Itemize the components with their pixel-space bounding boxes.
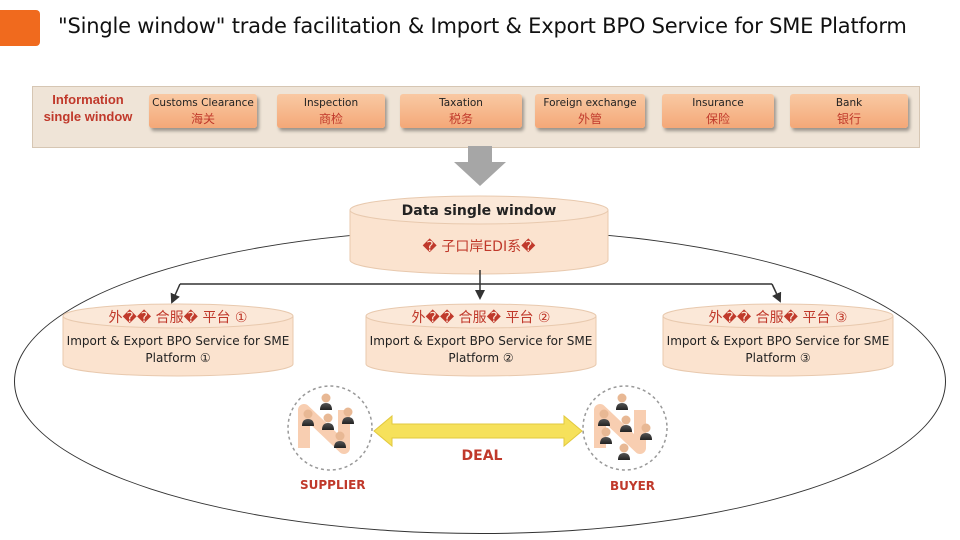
platform-1-title: 外�� 合服� 平台 ① [108,310,248,326]
data-window-subtitle: � 子口岸EDI系� [422,239,536,255]
platform-cylinder-3 [662,303,894,377]
supplier-label: SUPPLIER [300,478,366,492]
page-title: "Single window" trade facilitation & Imp… [58,14,907,38]
connector-lines [170,270,782,304]
agency-customs: Customs Clearance 海关 [149,94,257,128]
buyer-label: BUYER [610,479,656,493]
agency-label-en: Taxation [439,97,483,109]
agency-label-en: Inspection [303,97,359,109]
accent-square [0,10,40,46]
agency-label-zh: 银行 [836,112,861,126]
information-window-label: Information single window [43,92,133,124]
data-window-cylinder [349,195,609,275]
down-arrow-icon [454,146,506,186]
agency-foreign-exchange: Foreign exchange 外管 [535,94,645,128]
platform-2-description: Import & Export BPO Service for SME Plat… [369,334,593,365]
buyer-network-shape [594,404,646,454]
agency-label-zh: 保险 [705,112,730,126]
supplier-people-icon [302,393,354,448]
agency-label-en: Bank [835,97,863,109]
agency-label-en: Insurance [692,97,744,109]
agency-label-zh: 税务 [448,112,473,126]
platform-2-title: 外�� 合服� 平台 ② [411,310,551,326]
platform-3-description: Import & Export BPO Service for SME Plat… [666,334,890,365]
agency-label-en: Foreign exchange [543,97,637,109]
platform-1-description: Import & Export BPO Service for SME Plat… [66,334,290,365]
data-window-title: Data single window [401,203,557,219]
agency-label-zh: 外管 [577,112,602,126]
agency-insurance: Insurance 保险 [662,94,774,128]
agency-label-zh: 海关 [190,112,215,126]
agency-bank: Bank 银行 [790,94,908,128]
agency-label-zh: 商检 [318,112,343,126]
platform-3-title: 外�� 合服� 平台 ③ [708,310,848,326]
agency-taxation: Taxation 税务 [400,94,522,128]
agency-inspection: Inspection 商检 [277,94,385,128]
platform-cylinder-2 [365,303,597,377]
agency-label-en: Customs Clearance [152,97,254,109]
buyer-people-icon [598,393,652,460]
deal-label: DEAL [461,448,503,464]
deal-double-arrow [373,414,583,448]
platform-cylinder-1 [62,303,294,377]
